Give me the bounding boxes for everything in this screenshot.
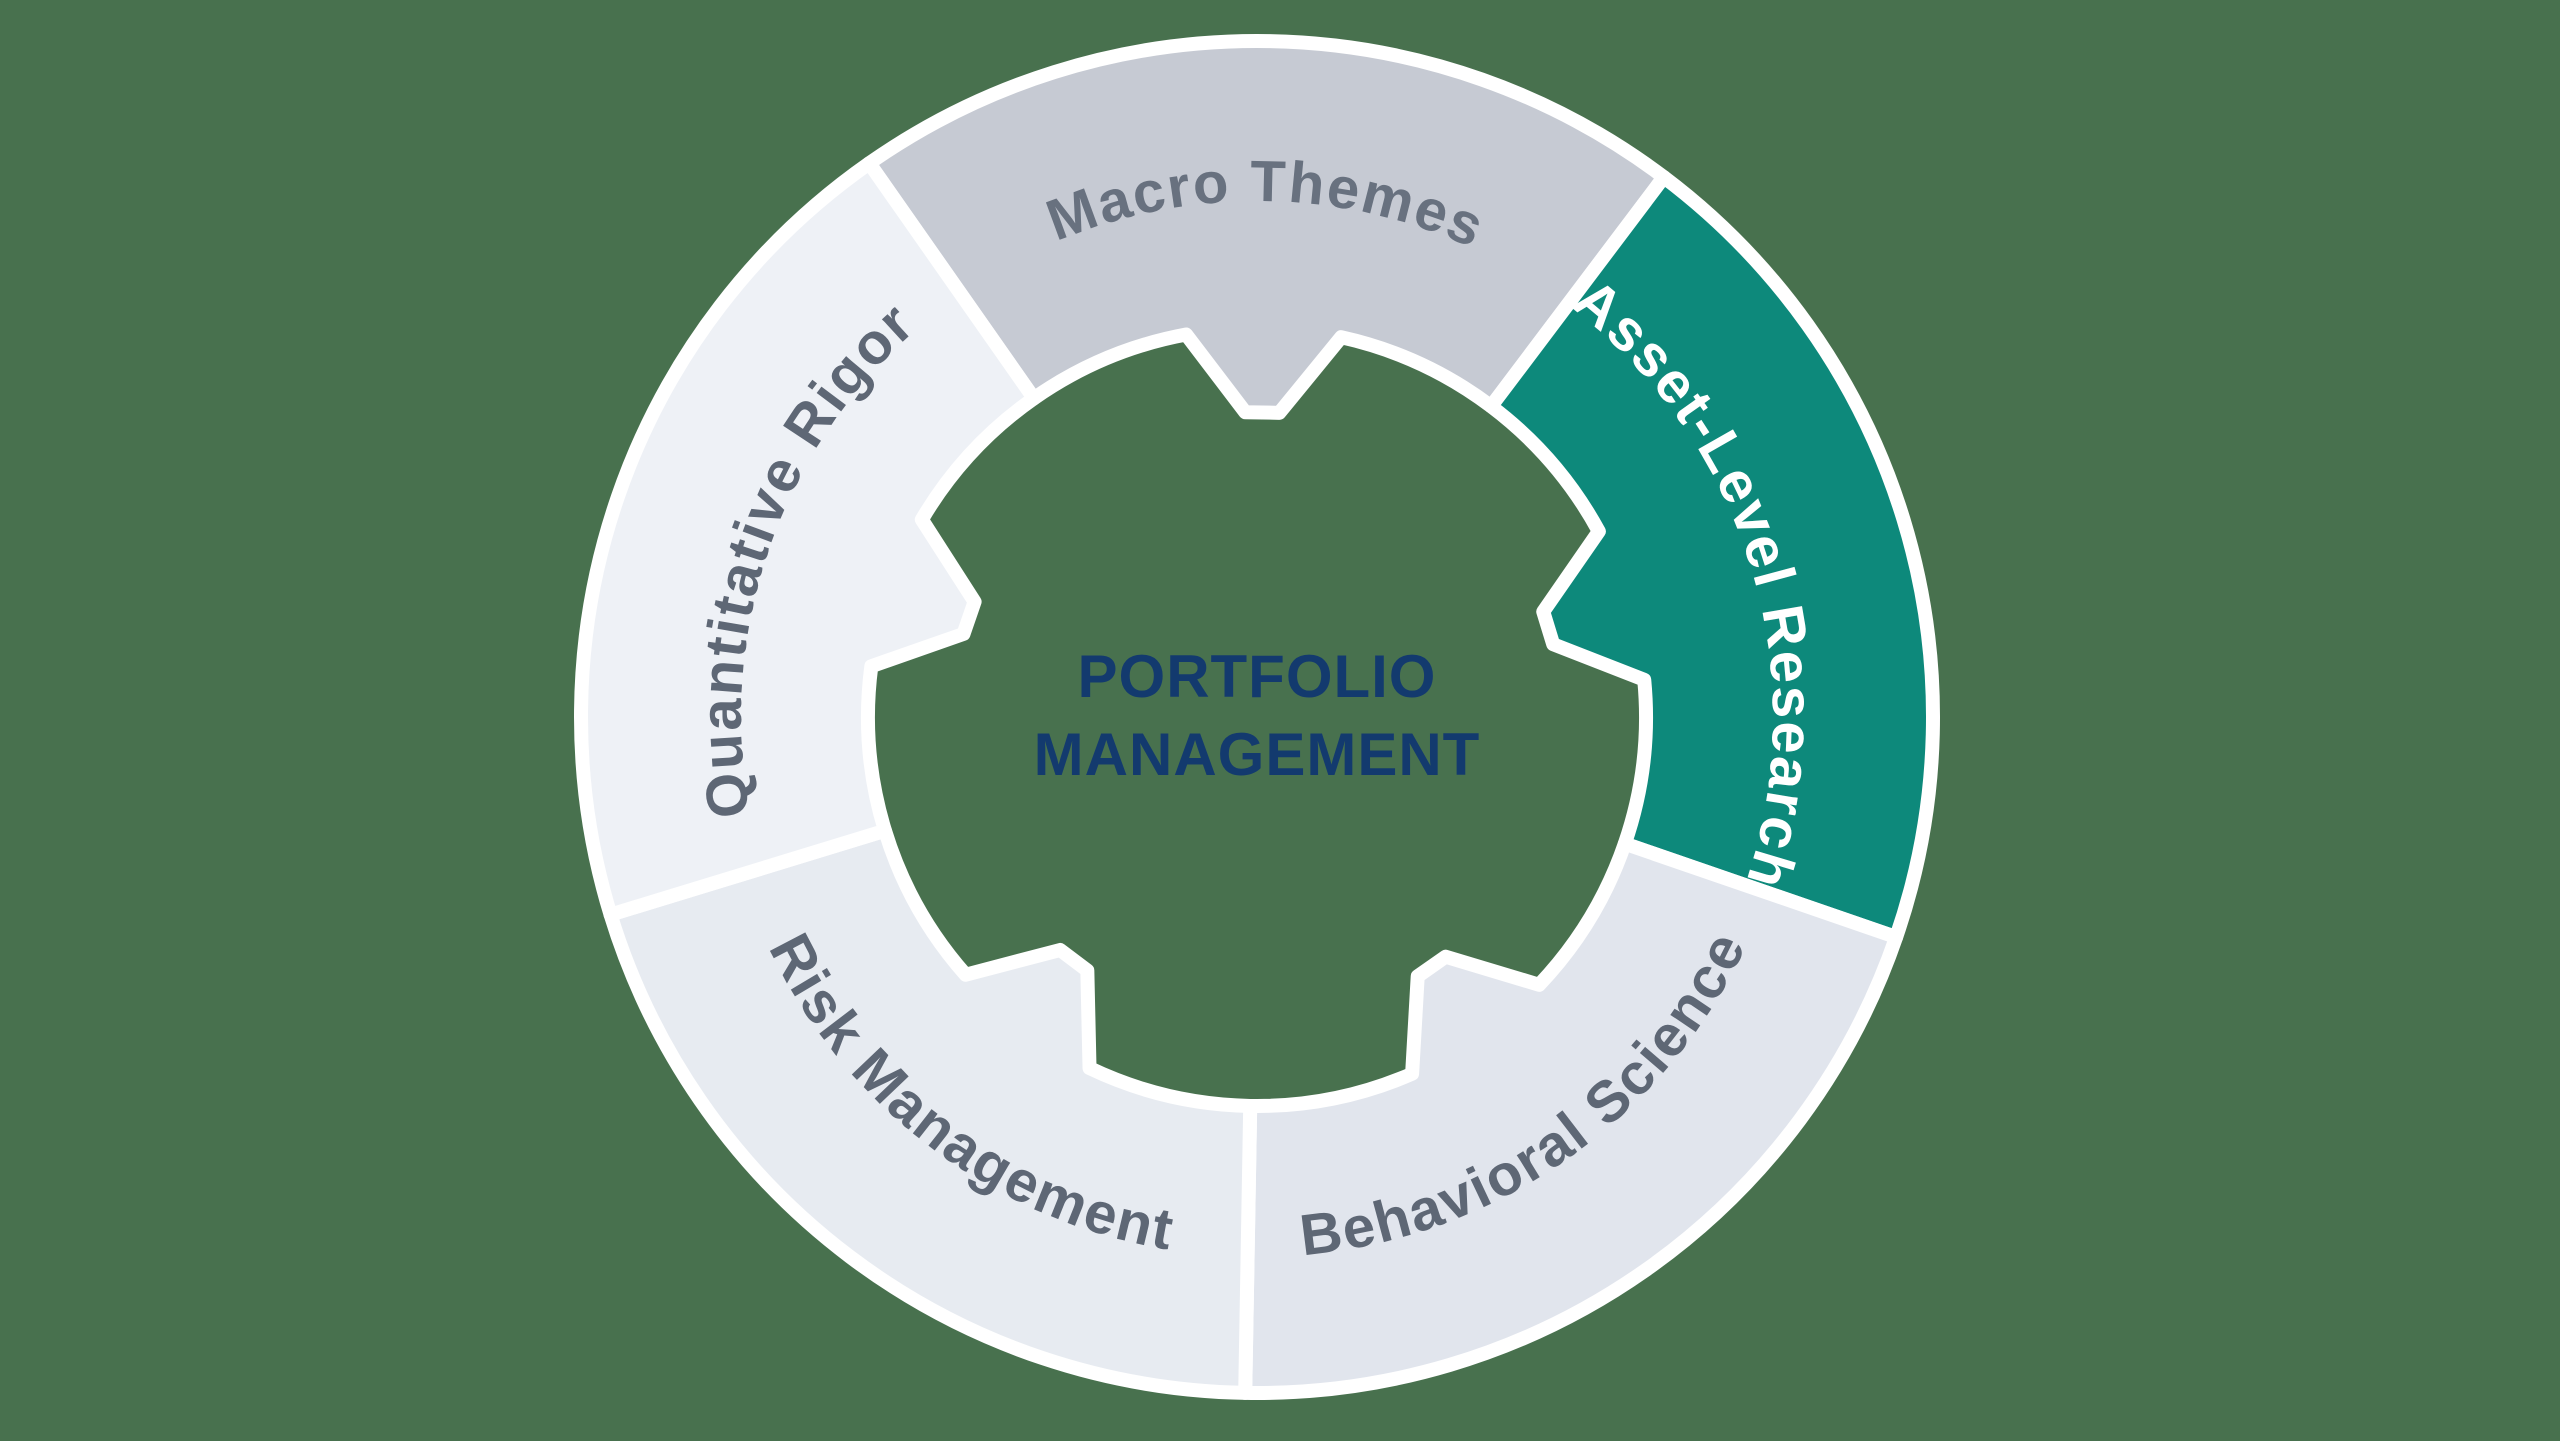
center-title-line2: MANAGEMENT	[1034, 721, 1481, 788]
segment-risk-management[interactable]	[603, 823, 1258, 1400]
segment-asset-level-research[interactable]	[1484, 170, 1940, 945]
segment-behavioral-science[interactable]	[1238, 836, 1904, 1400]
segment-quantitative-rigor[interactable]	[574, 156, 1041, 922]
center-title-line1: PORTFOLIO	[1078, 643, 1437, 710]
segment-macro-themes[interactable]	[862, 34, 1671, 420]
